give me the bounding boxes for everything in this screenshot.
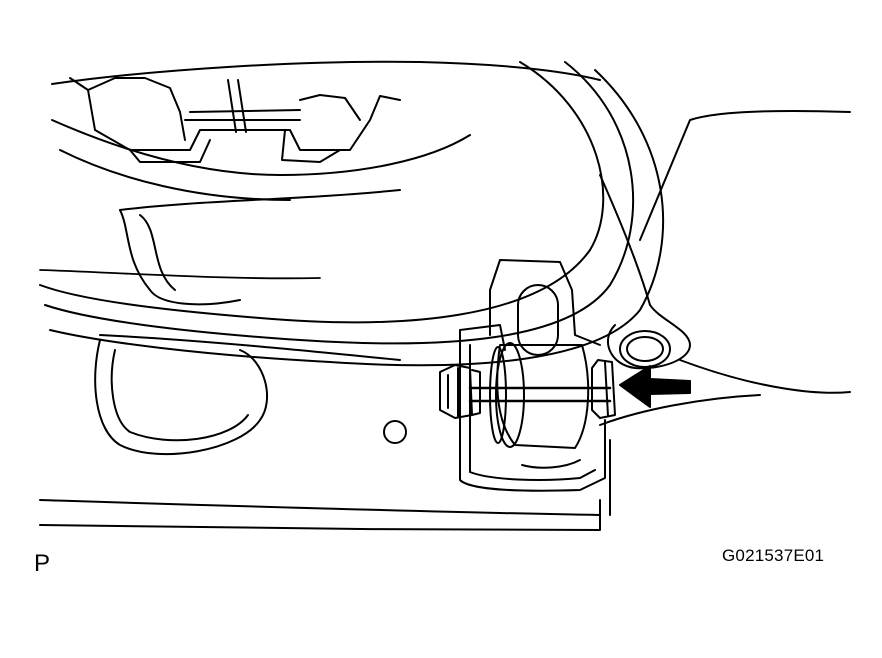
page-mark: P — [34, 550, 51, 577]
bolt-assembly — [440, 360, 615, 418]
bushing-bracket — [460, 260, 605, 491]
rib-shapes — [120, 190, 400, 304]
lower-arm — [40, 335, 760, 530]
backing-plate-arcs — [40, 62, 663, 365]
bushing — [490, 285, 588, 468]
knuckle-arm — [600, 111, 850, 393]
reference-code: G021537E01 — [722, 546, 825, 565]
brake-mechanism — [52, 78, 470, 200]
callout-arrow — [620, 366, 690, 407]
